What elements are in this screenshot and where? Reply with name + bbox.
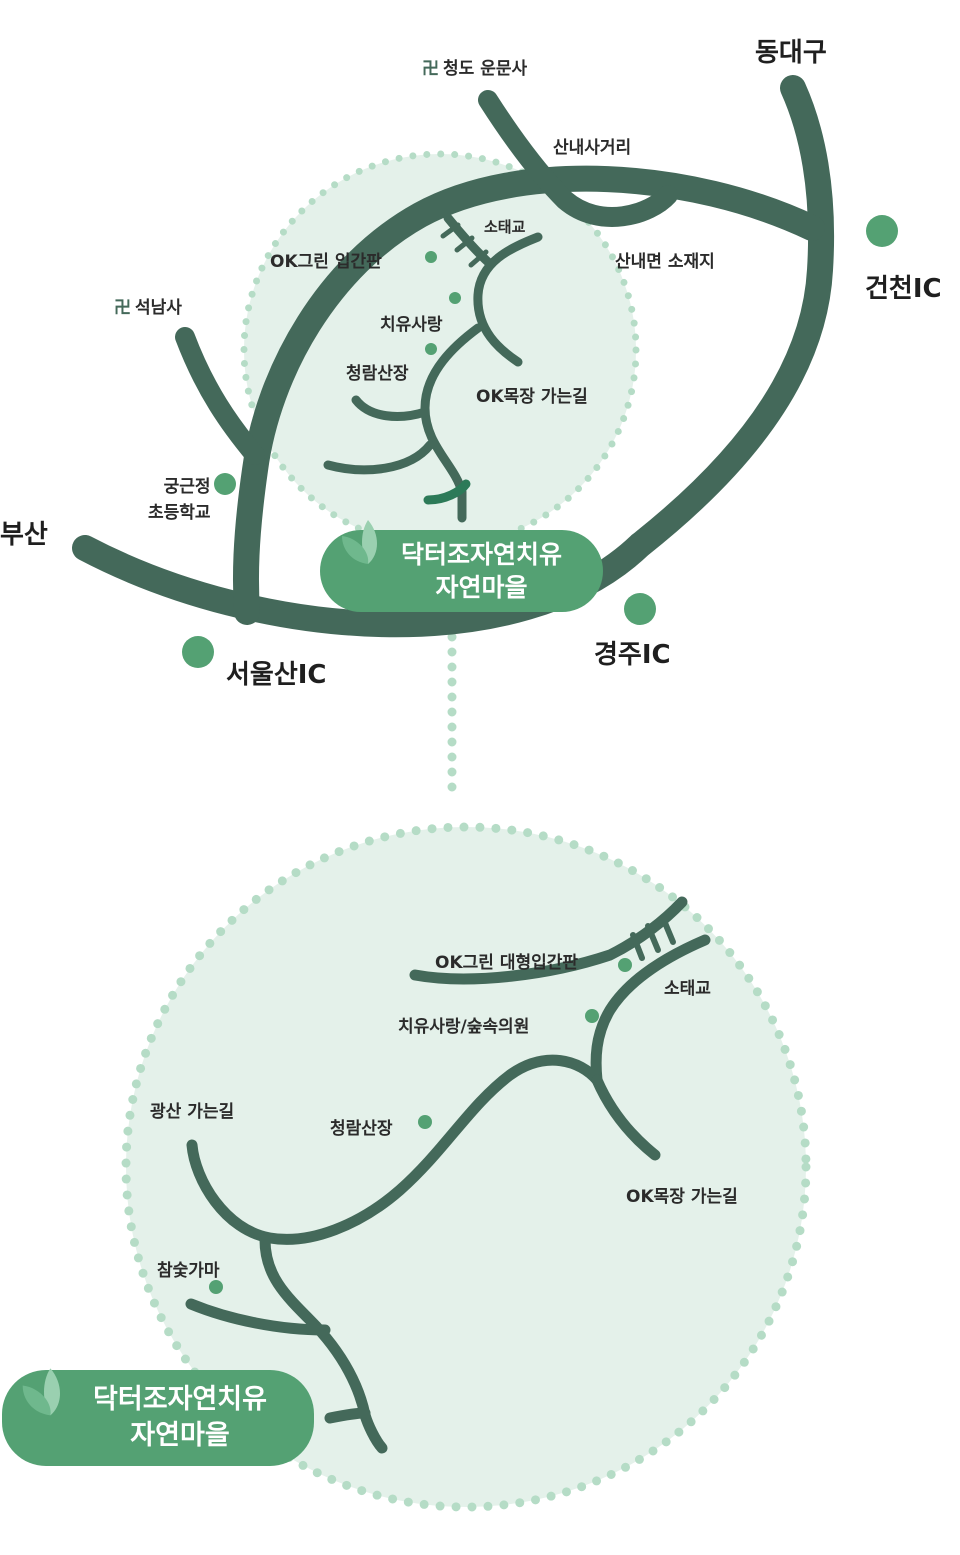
- city-label-busan: 부산: [0, 520, 48, 550]
- detail-road-kiln: [185, 1298, 331, 1336]
- detail-road-spur: [324, 1407, 371, 1424]
- local-road-west1: [351, 395, 430, 421]
- cheongram-marker: [425, 343, 437, 355]
- school-label-line1: 궁근정: [163, 477, 211, 497]
- place-label-chiyu-sarang: 치유사랑: [380, 315, 443, 335]
- place-label-sannae-crossroad: 산내사거리: [553, 138, 632, 158]
- detail-area-circle: [121, 822, 811, 1512]
- place-label-sotaegyo: 소태교: [484, 218, 526, 236]
- detail-label-chiyu-sarang-clinic: 치유사랑/숲속의원: [398, 1017, 530, 1037]
- detail-road-south: [259, 1234, 388, 1454]
- highway-busan-gyeongju: [72, 75, 835, 638]
- village-badge-top: 닥터조자연치유 자연마을: [320, 520, 603, 612]
- detail-badge-line1: 닥터조자연치유: [93, 1384, 267, 1415]
- charcoal-kiln-marker: [209, 1280, 223, 1294]
- bridge-marks-detail: [630, 915, 676, 961]
- interchange-label-geoncheon: 건천IC: [865, 274, 942, 304]
- leaf-icon: [342, 520, 377, 564]
- place-label-ok-green-sign: OK그린 입간판: [270, 252, 382, 272]
- place-label-school: 궁근정 초등학교: [148, 474, 211, 526]
- detail-road-ok-ranch: [591, 1074, 661, 1161]
- detail-label-ok-ranch: OK목장 가는길: [626, 1187, 738, 1207]
- detail-label-sotaegyo: 소태교: [664, 979, 711, 999]
- temple-name-seongnamsa: 석남사: [135, 298, 182, 318]
- interchange-marker-gyeongju: [624, 593, 656, 625]
- detail-badge-line2: 자연마을: [130, 1420, 230, 1451]
- detail-label-cheongram: 청람산장: [330, 1119, 393, 1139]
- village-badge-line2: 자연마을: [435, 573, 528, 602]
- chiyu-sarang-clinic-marker: [585, 1009, 599, 1023]
- interchange-label-seoulsan: 서울산IC: [226, 660, 327, 690]
- detail-road-ok-green: [409, 896, 688, 985]
- temple-icon: 卍: [114, 298, 131, 318]
- local-road-highlight: [423, 479, 471, 505]
- village-badge-line1: 닥터조자연치유: [400, 540, 562, 569]
- interchange-marker-geoncheon: [866, 215, 898, 247]
- leaf-icon: [22, 1368, 60, 1416]
- local-road-main: [473, 232, 543, 367]
- place-label-sannae-office: 산내면 소재지: [615, 252, 715, 272]
- chiyu-sarang-marker: [449, 292, 461, 304]
- place-label-ok-ranch: OK목장 가는길: [476, 387, 588, 407]
- interchange-marker-seoulsan: [182, 636, 214, 668]
- detail-label-charcoal-kiln: 참숯가마: [157, 1261, 220, 1281]
- road-seongnamsa: [175, 327, 265, 465]
- school-marker: [214, 473, 236, 495]
- local-road-west2: [323, 440, 435, 475]
- temple-name-unmunsa: 청도 운문사: [443, 59, 528, 79]
- city-label-dongdaegu: 동대구: [755, 38, 827, 68]
- cheongram-detail-marker: [418, 1115, 432, 1129]
- interchange-label-gyeongju: 경주IC: [594, 640, 671, 670]
- school-label-line2: 초등학교: [148, 503, 211, 523]
- ok-green-big-sign-marker: [618, 958, 632, 972]
- road-unmunsa: [478, 90, 678, 227]
- village-badge-detail: 닥터조자연치유 자연마을: [2, 1368, 314, 1466]
- detail-label-ok-green-big-sign: OK그린 대형입간판: [435, 953, 579, 973]
- ok-green-sign-marker: [425, 251, 437, 263]
- place-label-cheongram: 청람산장: [346, 364, 409, 384]
- bridge-marks-top: [440, 222, 489, 268]
- detail-label-gwangsan-road: 광산 가는길: [150, 1102, 235, 1122]
- highway-dongdaegu-busan: [232, 165, 825, 625]
- temple-icon: 卍: [422, 59, 439, 79]
